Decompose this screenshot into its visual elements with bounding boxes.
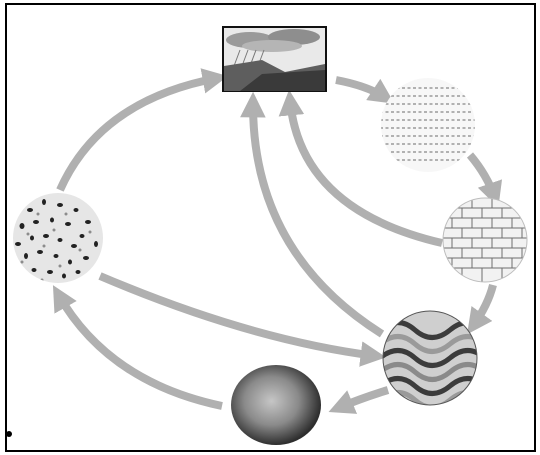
arrow-sedimentary-to-metamorphic [467, 283, 497, 335]
corner-dot [6, 431, 12, 437]
layered-brick-rock-icon [442, 197, 528, 283]
speckled-granite-icon [13, 193, 103, 283]
arrow-weathering-to-sediment [335, 76, 395, 104]
arrow-metamorphic-to-weathering [240, 91, 385, 338]
arrow-igneous-to-metamorphic [98, 272, 387, 367]
folded-wavy-rock-icon [382, 310, 478, 406]
sediment-particles-icon [381, 78, 475, 172]
arrow-sediment-to-sedimentary [466, 152, 503, 208]
arrow-sedimentary-to-weathering [278, 89, 443, 247]
landscape-rain-icon [222, 26, 327, 92]
diagram-frame [5, 3, 536, 452]
molten-sphere-icon [231, 365, 321, 445]
arrow-magma-to-igneous [52, 285, 223, 410]
arrow-igneous-to-weathering [56, 68, 229, 192]
arrow-metamorphic-to-magma [328, 386, 390, 414]
